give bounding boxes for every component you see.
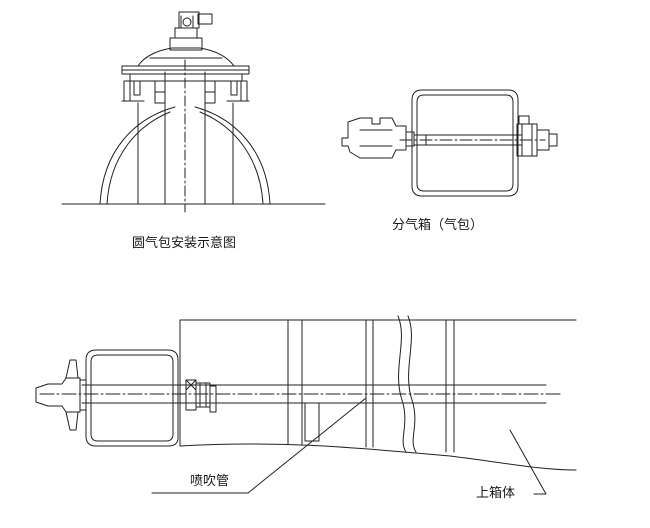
upper-box-figure [35, 315, 577, 495]
air-distribution-box-caption: 分气箱（气包） [392, 218, 484, 233]
round-air-bag-caption: 圆气包安装示意图 [132, 236, 237, 251]
round-air-bag-figure [61, 11, 326, 213]
blow-pipe-label: 喷吹管 [190, 474, 230, 489]
air-distribution-box-figure [341, 89, 558, 197]
upper-box-label: 上箱体 [476, 486, 516, 501]
